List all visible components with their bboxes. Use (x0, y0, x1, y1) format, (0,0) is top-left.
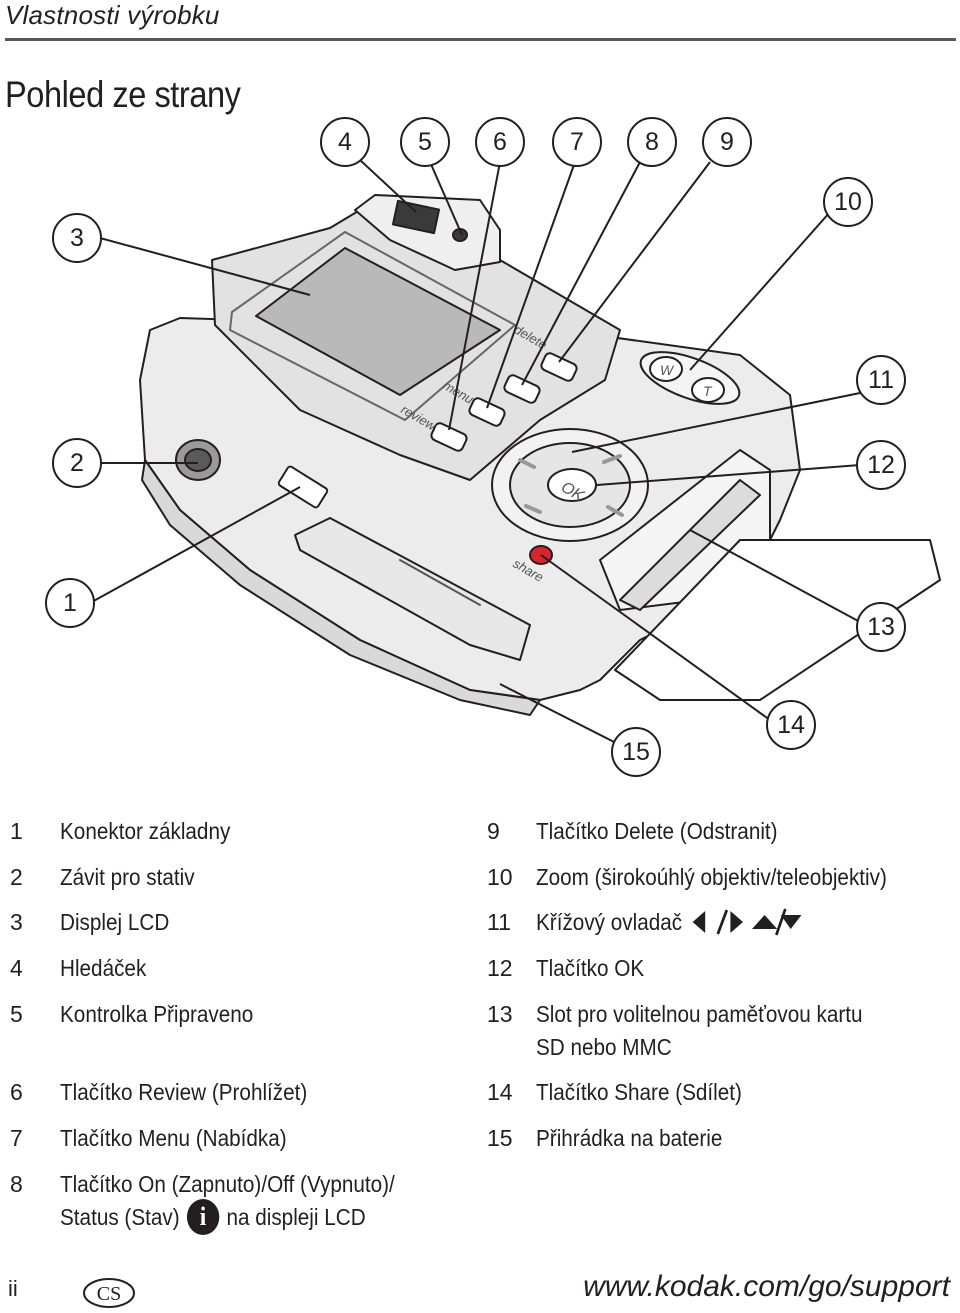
callout-14: 14 (777, 711, 805, 739)
zoom-wide-label: W (660, 362, 675, 378)
language-badge: CS (83, 1278, 135, 1308)
callout-7: 7 (570, 128, 584, 156)
language-badge-label: CS (97, 1283, 121, 1305)
ok-button (547, 468, 597, 502)
callout-12: 12 (867, 451, 895, 479)
viewfinder-window (391, 199, 441, 235)
callout-10: 10 (834, 188, 862, 216)
callout-13: 13 (867, 613, 895, 641)
dock-connector (277, 465, 329, 509)
camera-side-view-diagram: review menu delete OK share W T (45, 117, 941, 777)
section-title: Vlastnosti výrobku (5, 0, 220, 30)
support-url[interactable]: www.kodak.com/go/support (583, 1270, 950, 1303)
lcd-screen (255, 247, 501, 396)
parts-legend: 1 Konektor základny 2 Závit pro stativ 3… (0, 812, 960, 1262)
zoom-tele-label: T (703, 383, 713, 399)
menu-button (468, 397, 506, 427)
page-number: ii (8, 1276, 18, 1301)
review-button (430, 422, 468, 452)
page-heading: Pohled ze strany (5, 74, 241, 115)
callout-8: 8 (645, 128, 659, 156)
callout-6: 6 (493, 128, 507, 156)
callout-9: 9 (720, 128, 734, 156)
callout-15: 15 (622, 738, 650, 766)
power-status-button (503, 374, 541, 404)
callout-3: 3 (70, 224, 84, 252)
callout-2: 2 (70, 449, 84, 477)
delete-button (540, 352, 578, 382)
callout-5: 5 (418, 128, 432, 156)
callout-11: 11 (868, 366, 894, 394)
sd-card (614, 539, 941, 701)
battery-compartment-door (294, 517, 531, 661)
legend-item: 8 Tlačítko On (Zapnuto)/Off (Vypnuto)/ S… (10, 1168, 450, 1238)
info-icon: i (186, 1199, 220, 1235)
legend-item: 13 Slot pro volitelnou paměťovou kartu S… (487, 1001, 863, 1060)
callout-4: 4 (338, 128, 352, 156)
zoom-wide-button (649, 356, 683, 382)
dpad-arrows-icon (692, 908, 802, 936)
header-rule (5, 38, 956, 41)
zoom-tele-button (691, 377, 725, 403)
callout-1: 1 (63, 589, 77, 617)
